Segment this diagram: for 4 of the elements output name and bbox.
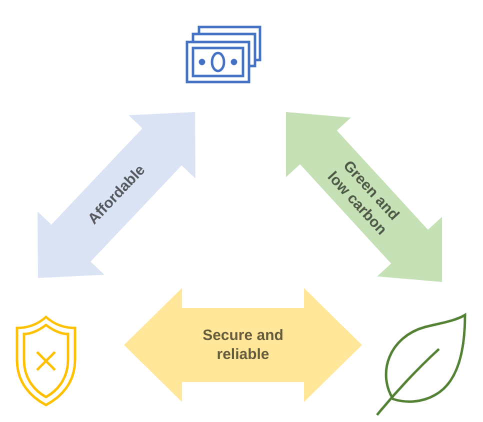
edge-label: Secure and reliable [202,326,284,365]
double-arrow [124,288,362,402]
double-arrow [38,112,196,278]
double-arrow [286,112,442,282]
